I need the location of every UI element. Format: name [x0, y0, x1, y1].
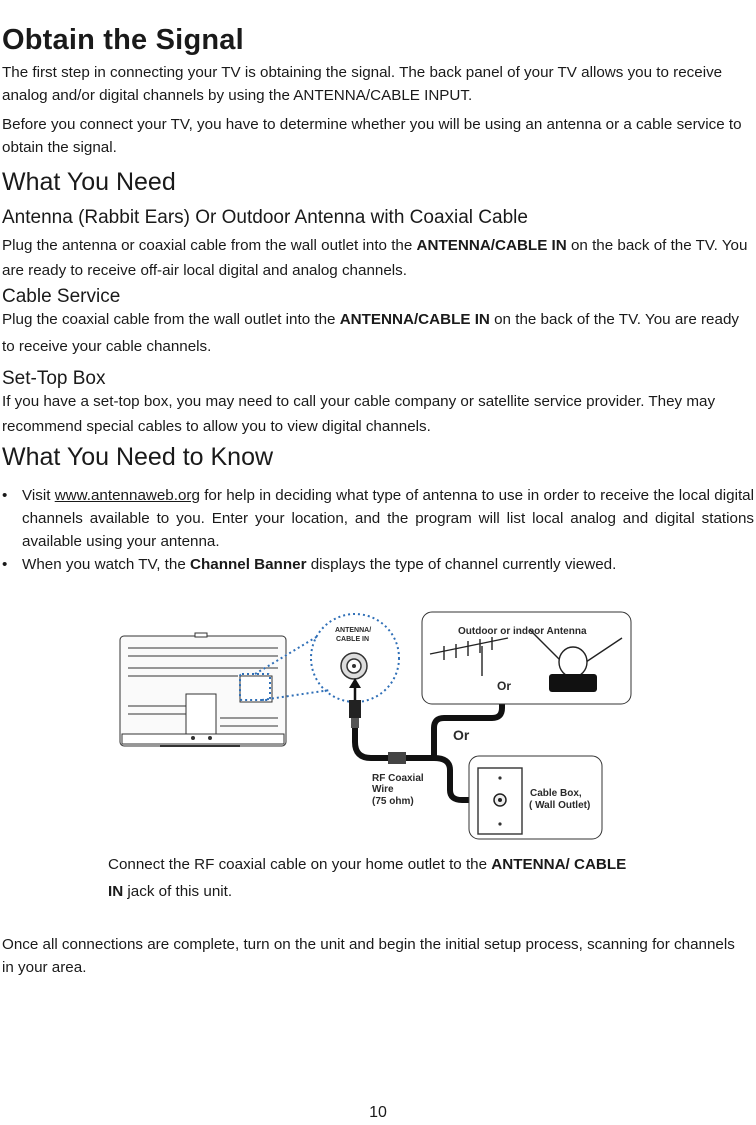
antenna-cable-in-port	[340, 652, 368, 680]
or-label-antenna: Or	[497, 679, 511, 693]
bullet-glyph: •	[2, 487, 8, 504]
cable-paragraph: Plug the coaxial cable from the wall out…	[2, 306, 742, 360]
cable-text-pre: Plug the coaxial cable from the wall out…	[2, 311, 340, 328]
wire-label-line2: Wire	[372, 784, 394, 795]
know-bullet-list: • Visit www.antennaweb.org for help in d…	[2, 484, 754, 576]
cable-port-name: ANTENNA/CABLE IN	[339, 311, 490, 328]
bullet2-text-pre: When you watch TV, the	[22, 556, 191, 573]
bullet1-text-post: for help in deciding what type of antenn…	[22, 487, 754, 550]
intro-paragraph-1: The first step in connecting your TV is …	[2, 64, 723, 104]
channel-banner-term: Channel Banner	[190, 556, 307, 573]
intro-paragraph-2: Before you connect your TV, you have to …	[2, 116, 742, 156]
connection-diagram: ANTENNA/ CABLE IN Outdoor o	[119, 611, 632, 840]
antenna-port-name: ANTENNA/CABLE IN	[416, 237, 567, 254]
antennaweb-link[interactable]: www.antennaweb.org	[54, 487, 200, 504]
antenna-box-title: Outdoor or indoor Antenna	[458, 626, 587, 637]
outlet-label-line1: Cable Box,	[530, 788, 582, 799]
caption-text-post: jack of this unit.	[123, 883, 233, 900]
section-heading-what-you-need: What You Need	[2, 168, 176, 196]
plug-arrow	[349, 678, 361, 700]
outlet-label-line2: ( Wall Outlet)	[529, 800, 590, 811]
cable-text-post: on the back of the TV. You are ready to …	[2, 311, 739, 355]
tv-back-panel-illustration	[119, 632, 287, 747]
page-number: 10	[369, 1104, 387, 1121]
bullet2-text-post: displays the type of channel currently v…	[306, 556, 617, 573]
caption-text-pre: Connect the RF coaxial cable on your hom…	[108, 856, 492, 873]
wire-label-line1: RF Coaxial	[372, 773, 424, 784]
closing-paragraph: Once all connections are complete, turn …	[2, 936, 735, 976]
subheading-antenna: Antenna (Rabbit Ears) Or Outdoor Antenna…	[2, 207, 528, 228]
wire-label-line3: (75 ohm)	[372, 796, 414, 807]
subheading-cable-service: Cable Service	[2, 286, 121, 307]
subheading-set-top-box: Set-Top Box	[2, 368, 106, 389]
antenna-paragraph: Plug the antenna or coaxial cable from t…	[2, 233, 754, 283]
bullet-item-antennaweb: • Visit www.antennaweb.org for help in d…	[2, 484, 754, 553]
antenna-option-box	[421, 611, 632, 705]
caption-port-name: ANTENNA/ CABLE IN	[108, 856, 627, 900]
antenna-text-pre: Plug the antenna or coaxial cable from t…	[2, 237, 417, 254]
wall-outlet-box	[468, 755, 603, 840]
page-title: Obtain the Signal	[2, 24, 244, 56]
section-heading-what-you-need-to-know: What You Need to Know	[2, 443, 274, 471]
bullet1-text-pre: Visit	[22, 487, 55, 504]
coaxial-cable	[349, 692, 508, 803]
outdoor-antenna-illustration	[429, 637, 509, 676]
zoom-callout-lines	[239, 613, 400, 703]
port-label-line1: ANTENNA/	[335, 627, 371, 634]
indoor-antenna-illustration	[529, 629, 623, 692]
antenna-text-post: on the back of the TV. You are ready to …	[2, 237, 748, 279]
bullet-item-channel-banner: • When you watch TV, the Channel Banner …	[2, 553, 754, 576]
settop-paragraph: If you have a set-top box, you may need …	[2, 393, 716, 435]
or-label-cable: Or	[453, 727, 470, 743]
bullet-glyph: •	[2, 556, 8, 573]
diagram-caption: Connect the RF coaxial cable on your hom…	[108, 851, 638, 905]
port-label-line2: CABLE IN	[336, 636, 369, 643]
